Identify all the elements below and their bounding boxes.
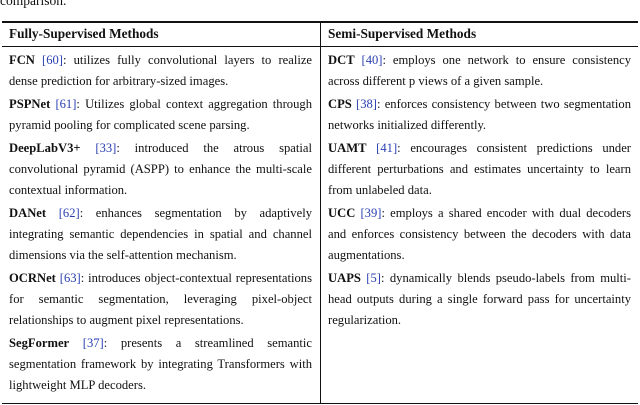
method-description: : introduced the atrous spatial convolut… [9,141,312,197]
method-name: UCC [328,206,356,220]
citation-link[interactable]: [62] [58,206,80,220]
method-name: DCT [328,53,355,67]
semi-supervised-entries: DCT [40]: employs one network to ensure … [328,50,631,333]
citation-link[interactable]: [37] [82,336,104,350]
citation-link[interactable]: [61] [55,97,77,111]
method-description: : enforces consistency between two segme… [328,97,631,132]
method-entry-ocrnet: OCRNet [63]: introduces object-contextua… [9,268,312,331]
method-name: DeepLabV3+ [9,141,81,155]
citation-link[interactable]: [41] [376,141,398,155]
fully-supervised-entries: FCN [60]: utilizes fully convolutional l… [9,50,312,398]
citation-link[interactable]: [5] [366,271,381,285]
method-description: : employs a shared encoder with dual dec… [328,206,631,262]
caption-tail: comparison. [0,0,67,8]
method-description: : utilizes fully convolutional layers to… [9,53,313,88]
citation-link[interactable]: [60] [42,53,63,67]
method-name: UAMT [328,141,367,155]
method-name: DANet [9,206,47,220]
method-entry-deeplabv3plus: DeepLabV3+ [33]: introduced the atrous s… [9,138,312,201]
method-name: FCN [9,53,35,67]
method-description: : enhances segmentation by adaptively in… [9,206,312,262]
citation-link[interactable]: [39] [360,206,382,220]
method-entry-uaps: UAPS [5]: dynamically blends pseudo-labe… [328,268,631,331]
method-name: SegFormer [9,336,70,350]
method-entry-danet: DANet [62]: enhances segmentation by ada… [9,203,312,266]
comparison-table: Fully-Supervised Methods FCN [60]: utili… [2,21,638,404]
method-entry-ucc: UCC [39]: employs a shared encoder with … [328,203,631,266]
method-name: CPS [328,97,352,111]
citation-link[interactable]: [33] [95,141,117,155]
method-entry-segformer: SegFormer [37]: presents a streamlined s… [9,333,312,396]
fully-supervised-header: Fully-Supervised Methods [9,26,159,41]
method-description: : presents a streamlined semantic segmen… [9,336,312,392]
method-description: : dynamically blends pseudo-labels from … [328,271,631,327]
method-name: OCRNet [9,271,56,285]
semi-supervised-header: Semi-Supervised Methods [328,26,477,41]
column-separator [320,21,321,404]
citation-link[interactable]: [38] [356,97,377,111]
method-name: UAPS [328,271,361,285]
citation-link[interactable]: [63] [59,271,81,285]
method-entry-cps: CPS [38]: enforces consistency between t… [328,94,631,136]
method-entry-uamt: UAMT [41]: encourages consistent predict… [328,138,631,201]
method-description: : introduces object-contextual represent… [9,271,312,327]
method-description: : encourages consistent predictions unde… [328,141,631,197]
method-entry-pspnet: PSPNet [61]: Utilizes global context agg… [9,94,312,136]
citation-link[interactable]: [40] [361,53,383,67]
method-name: PSPNet [9,97,51,111]
method-entry-fcn: FCN [60]: utilizes fully convolutional l… [9,50,312,92]
method-entry-dct: DCT [40]: employs one network to ensure … [328,50,631,92]
method-description: : employs one network to ensure consiste… [328,53,632,88]
method-description: : Utilizes global context aggregation th… [9,97,312,132]
